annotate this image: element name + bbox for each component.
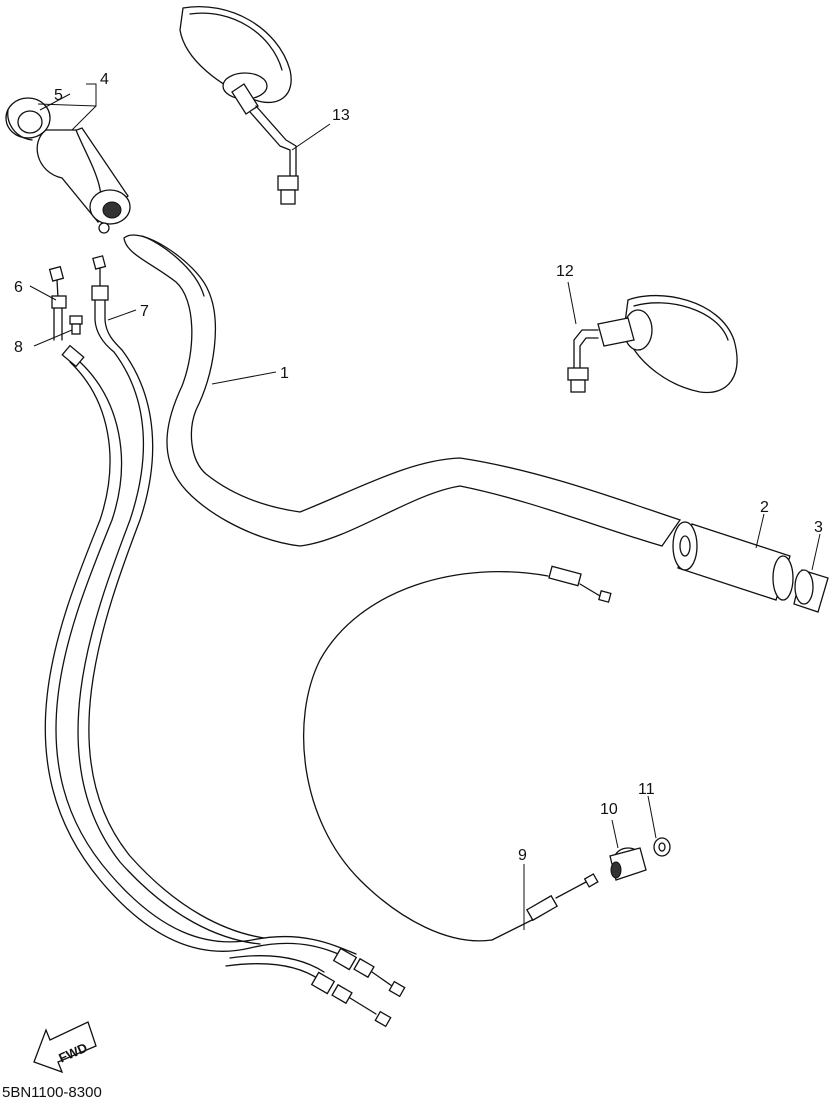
right-mirror[interactable] — [567, 294, 738, 394]
left-grip-end[interactable] — [5, 97, 51, 141]
handlebar[interactable] — [123, 234, 682, 547]
adjuster-bolt[interactable] — [69, 315, 83, 335]
callout-3: 3 — [814, 519, 823, 536]
starter-plunger[interactable] — [609, 847, 647, 881]
callout-13: 13 — [332, 107, 350, 124]
throttle-cable-upper[interactable] — [91, 255, 123, 353]
callout-5: 5 — [54, 87, 63, 104]
right-grip-end[interactable] — [793, 569, 829, 613]
leader-lines — [29, 83, 821, 930]
callout-4: 4 — [100, 71, 109, 88]
callout-9: 9 — [518, 847, 527, 864]
callout-2: 2 — [760, 499, 769, 516]
nut[interactable] — [653, 837, 671, 857]
callout-12: 12 — [556, 263, 574, 280]
callout-7: 7 — [140, 303, 149, 320]
right-grip[interactable] — [672, 521, 794, 601]
callout-11: 11 — [638, 781, 655, 798]
throttle-cables[interactable] — [44, 344, 406, 1028]
callout-6: 6 — [14, 279, 23, 296]
callout-10: 10 — [600, 801, 618, 818]
left-mirror[interactable] — [179, 6, 299, 205]
left-grip[interactable] — [36, 127, 131, 234]
callout-8: 8 — [14, 339, 23, 356]
forward-arrow-icon: FWD — [33, 1021, 97, 1074]
starter-cable[interactable] — [303, 565, 612, 942]
callout-numbers: 1 2 3 4 5 6 7 8 9 10 11 12 13 — [14, 71, 823, 864]
catalog-code: 5BN1100-8300 — [2, 1084, 102, 1100]
callout-1: 1 — [280, 365, 289, 382]
cable-holder[interactable] — [48, 265, 67, 341]
